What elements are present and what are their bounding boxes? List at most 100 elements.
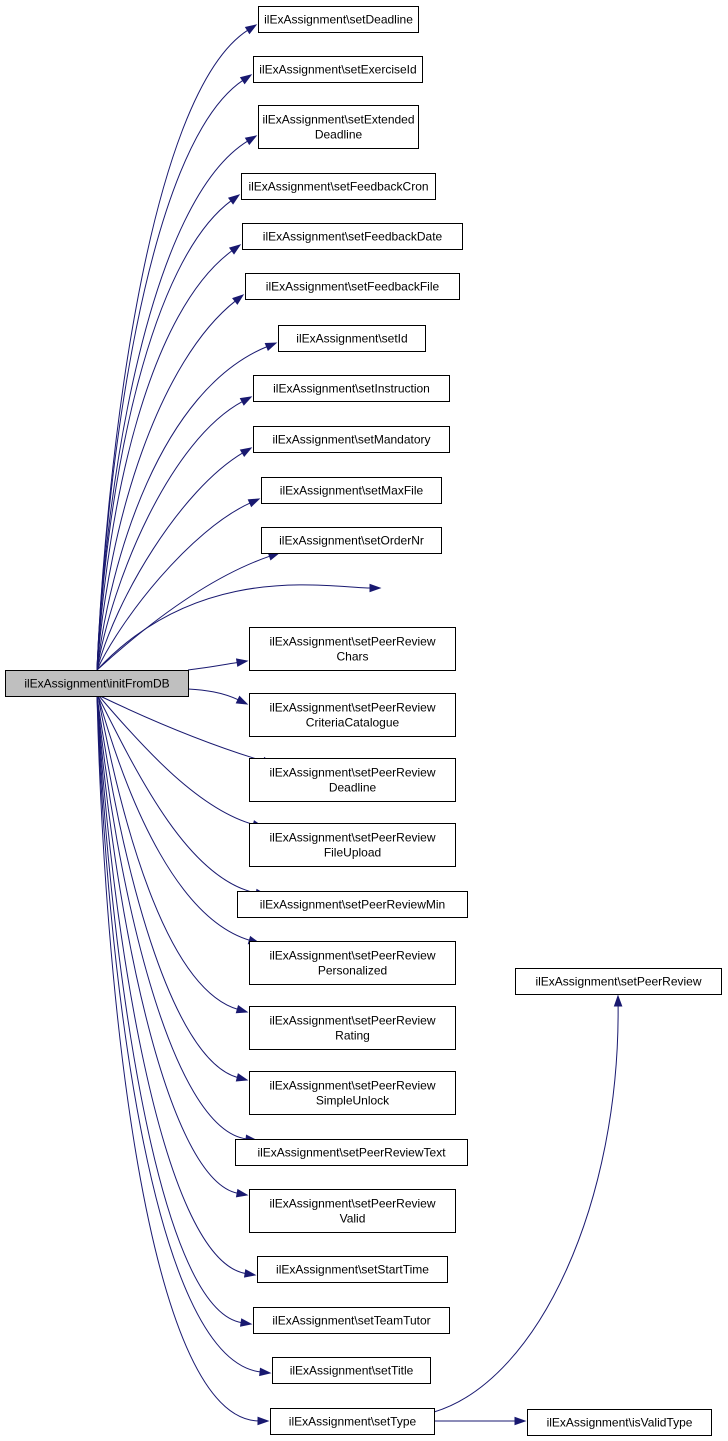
node-label-setPeerReviewCriteriaCatalogue-line-0: ilExAssignment\setPeerReview — [269, 701, 435, 715]
node-label-setFeedbackFile-line-0: ilExAssignment\setFeedbackFile — [266, 280, 440, 294]
node-box-setExtendedDeadline — [258, 105, 419, 149]
node-label-setPeerReviewText-line-0: ilExAssignment\setPeerReviewText — [257, 1146, 446, 1160]
node-setFeedbackDate[interactable]: ilExAssignment\setFeedbackDate — [242, 223, 463, 250]
node-label-setPeerReviewSimpleUnlock-line-1: SimpleUnlock — [316, 1094, 390, 1108]
node-setExerciseId[interactable]: ilExAssignment\setExerciseId — [253, 56, 423, 83]
edge-root-to-setFeedbackFile — [96, 300, 237, 671]
node-label-setOrderNr-line-0: ilExAssignment\setOrderNr — [279, 534, 424, 548]
edge-root-to-setPeerReviewSimpleUnlock-arrowhead — [235, 1073, 249, 1082]
edge-root-to-setPeerReviewCriteriaCatalogue-arrowhead — [235, 695, 249, 705]
edges-layer — [96, 24, 623, 1426]
edge-root-to-setDeadline-arrowhead — [244, 24, 258, 35]
edge-root-to-setId — [96, 345, 268, 671]
edge-root-to-setPeerReviewRating — [97, 695, 239, 1011]
node-label-setId-line-0: ilExAssignment\setId — [296, 332, 407, 346]
edge-root-to-setId-arrowhead — [264, 342, 278, 351]
node-setPeerReviewMin[interactable]: ilExAssignment\setPeerReviewMin — [237, 891, 468, 918]
node-label-setMaxFile-line-0: ilExAssignment\setMaxFile — [280, 484, 424, 498]
node-box-setMandatory — [253, 426, 450, 453]
node-isValidType[interactable]: ilExAssignment\isValidType — [527, 1409, 712, 1436]
edge-root-to-setFeedbackCron — [96, 199, 233, 671]
edge-root-to-setPeerReviewFileUpload — [98, 695, 255, 826]
node-box-setDeadline — [258, 6, 419, 33]
node-label-setFeedbackDate-line-0: ilExAssignment\setFeedbackDate — [263, 230, 443, 244]
node-label-setPeerReviewDeadline-line-1: Deadline — [329, 781, 377, 795]
edge-root-to-setType — [96, 695, 260, 1422]
node-label-setDeadline-line-0: ilExAssignment\setDeadline — [264, 13, 413, 27]
node-setOrderNr[interactable]: ilExAssignment\setOrderNr — [261, 527, 442, 554]
edge-root-to-setExtendedDeadline — [96, 140, 249, 671]
edge-root-to-setPeerReviewText — [96, 695, 248, 1140]
edge-setType-to-setPeerReview-arrowhead — [613, 994, 623, 1007]
edge-root-to-setFeedbackFile-arrowhead — [232, 294, 245, 305]
edge-root-to-setInstruction — [96, 400, 244, 671]
node-label-setPeerReviewChars-line-0: ilExAssignment\setPeerReview — [269, 635, 435, 649]
node-box-setPeerReviewChars — [249, 627, 456, 671]
node-box-setPeerReviewCriteriaCatalogue — [249, 693, 456, 737]
edge-root-to-setFeedbackDate — [96, 249, 233, 671]
edge-root-to-setPeerReviewMin — [97, 695, 258, 894]
node-setTeamTutor[interactable]: ilExAssignment\setTeamTutor — [253, 1307, 450, 1334]
node-setId[interactable]: ilExAssignment\setId — [278, 325, 426, 352]
edge-root-to-setDeadline — [96, 29, 249, 671]
edge-root-to-setExtendedDeadline-arrowhead — [244, 135, 258, 146]
node-setFeedbackFile[interactable]: ilExAssignment\setFeedbackFile — [245, 273, 460, 300]
node-label-setPeerReviewMin-line-0: ilExAssignment\setPeerReviewMin — [260, 898, 445, 912]
edge-root-to-setFeedbackCron-arrowhead — [227, 194, 241, 205]
node-setMaxFile[interactable]: ilExAssignment\setMaxFile — [261, 477, 442, 504]
edge-root-to-setPeerReviewValid-arrowhead — [235, 1188, 249, 1198]
node-setInstruction[interactable]: ilExAssignment\setInstruction — [253, 375, 450, 402]
node-label-setPeerReviewValid-line-0: ilExAssignment\setPeerReview — [269, 1197, 435, 1211]
node-setTitle[interactable]: ilExAssignment\setTitle — [272, 1357, 431, 1384]
edge-root-to-setTitle-arrowhead — [259, 1367, 272, 1377]
edge-root-to-setPeerReviewCriteriaCatalogue — [187, 688, 240, 701]
node-label-setInstruction-line-0: ilExAssignment\setInstruction — [273, 382, 430, 396]
node-label-setTitle-line-0: ilExAssignment\setTitle — [290, 1364, 414, 1378]
edge-root-to-setPeerReviewChars-arrowhead — [235, 658, 249, 667]
node-label-setMandatory-line-0: ilExAssignment\setMandatory — [272, 433, 430, 447]
nodes-layer: ilExAssignment\initFromDB ilExAssignment\… — [5, 6, 722, 1436]
node-setFeedbackCron[interactable]: ilExAssignment\setFeedbackCron — [241, 173, 436, 200]
node-box-root — [5, 670, 189, 697]
edge-setType-to-setPeerReview — [433, 1004, 619, 1413]
node-setStartTime[interactable]: ilExAssignment\setStartTime — [257, 1256, 448, 1283]
node-box-setFeedbackCron — [241, 173, 436, 200]
node-label-setFeedbackCron-line-0: ilExAssignment\setFeedbackCron — [248, 180, 428, 194]
node-box-setPeerReviewRating — [249, 1006, 456, 1050]
node-label-setPeerReviewPersonalized-line-1: Personalized — [318, 964, 387, 978]
node-setMandatory[interactable]: ilExAssignment\setMandatory — [253, 426, 450, 453]
node-label-setPeerReviewFileUpload-line-0: ilExAssignment\setPeerReview — [269, 831, 435, 845]
node-setPeerReviewCriteriaCatalogue[interactable]: ilExAssignment\setPeerReviewCriteriaCata… — [249, 693, 456, 737]
edge-root-to-setMandatory-arrowhead — [239, 447, 253, 458]
edge-root-to-setOrderNr — [96, 555, 271, 671]
edge-root-to-setType-arrowhead — [257, 1416, 270, 1426]
node-box-setInstruction — [253, 375, 450, 402]
edge-root-to-setTeamTutor — [96, 695, 243, 1324]
node-box-isValidType — [527, 1409, 712, 1436]
node-box-setPeerReviewFileUpload — [249, 823, 456, 867]
edge-root-to-setStartTime-arrowhead — [243, 1269, 257, 1278]
node-box-setPeerReviewMin — [237, 891, 468, 918]
node-box-setPeerReview — [515, 968, 722, 995]
node-root[interactable]: ilExAssignment\initFromDB — [5, 670, 189, 697]
edge-setType-to-isValidType-arrowhead — [514, 1416, 527, 1426]
node-label-setPeerReviewPersonalized-line-0: ilExAssignment\setPeerReview — [269, 949, 435, 963]
node-setDeadline[interactable]: ilExAssignment\setDeadline — [258, 6, 419, 33]
edge-root-to-setMaxFile-arrowhead — [247, 498, 261, 508]
edge-root-to-setPeerReview — [96, 584, 372, 671]
edge-root-to-setExerciseId-arrowhead — [239, 74, 253, 85]
edge-root-to-setPeerReviewSimpleUnlock — [96, 695, 239, 1079]
node-setType[interactable]: ilExAssignment\setType — [270, 1408, 435, 1435]
node-setPeerReview[interactable]: ilExAssignment\setPeerReview — [515, 968, 722, 995]
edge-root-to-setFeedbackDate-arrowhead — [228, 244, 242, 255]
node-label-setPeerReviewRating-line-0: ilExAssignment\setPeerReview — [269, 1014, 435, 1028]
node-setPeerReviewText[interactable]: ilExAssignment\setPeerReviewText — [235, 1139, 468, 1166]
